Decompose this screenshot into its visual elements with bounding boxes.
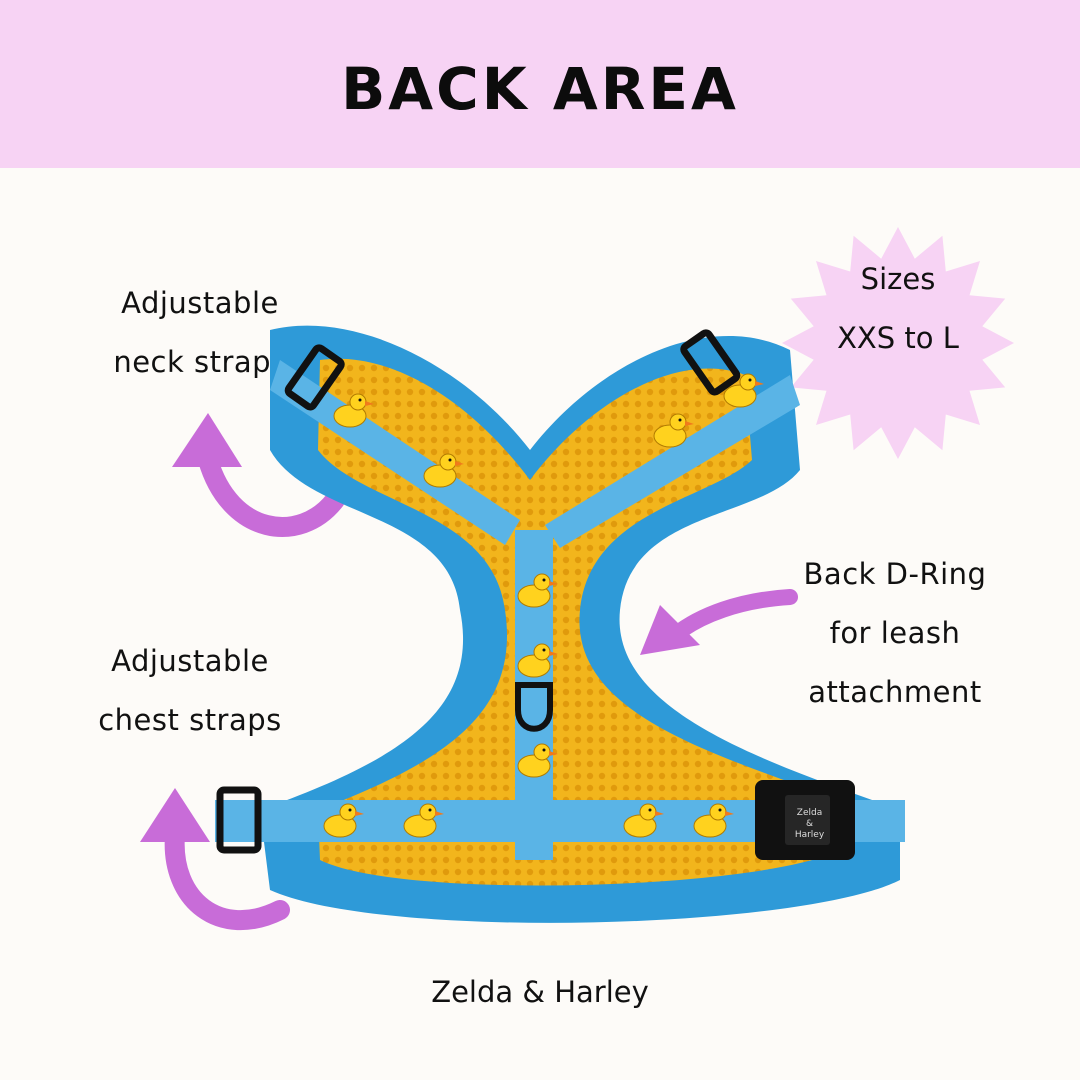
chest-straps-label: Adjustable chest straps — [60, 632, 320, 750]
sizes-label: Sizes — [860, 262, 936, 296]
neck-straps-label: Adjustable neck straps — [70, 274, 330, 392]
sizes-range: XXS to L — [837, 321, 959, 355]
chest-label-line-2: chest straps — [98, 703, 282, 737]
buckle-text-line: & — [805, 819, 814, 829]
brand-name: Zelda & Harley — [431, 975, 649, 1009]
buckle-text: Zelda & Harley — [787, 808, 832, 841]
curved-arrow-icon — [172, 413, 345, 537]
starburst-badge — [782, 227, 1014, 459]
d-ring-label-line-2: for leash — [829, 616, 961, 650]
chest-label-line-1: Adjustable — [111, 644, 269, 678]
page-title: BACK AREA — [341, 55, 739, 123]
neck-label-line-1: Adjustable — [121, 286, 279, 320]
neck-label-line-2: neck straps — [113, 345, 287, 379]
curved-arrow-icon — [140, 788, 290, 930]
d-ring-label-line-3: attachment — [808, 675, 982, 709]
d-ring-label-line-1: Back D-Ring — [803, 557, 987, 591]
header-banner: BACK AREA — [0, 0, 1080, 168]
buckle-text-line: Zelda — [796, 808, 823, 818]
buckle-text-line: Harley — [794, 830, 825, 840]
curved-arrow-icon — [640, 589, 798, 655]
sizes-badge-text: Sizes XXS to L — [780, 250, 1016, 368]
d-ring-label: Back D-Ring for leash attachment — [780, 545, 1010, 722]
harness-image — [215, 325, 905, 923]
